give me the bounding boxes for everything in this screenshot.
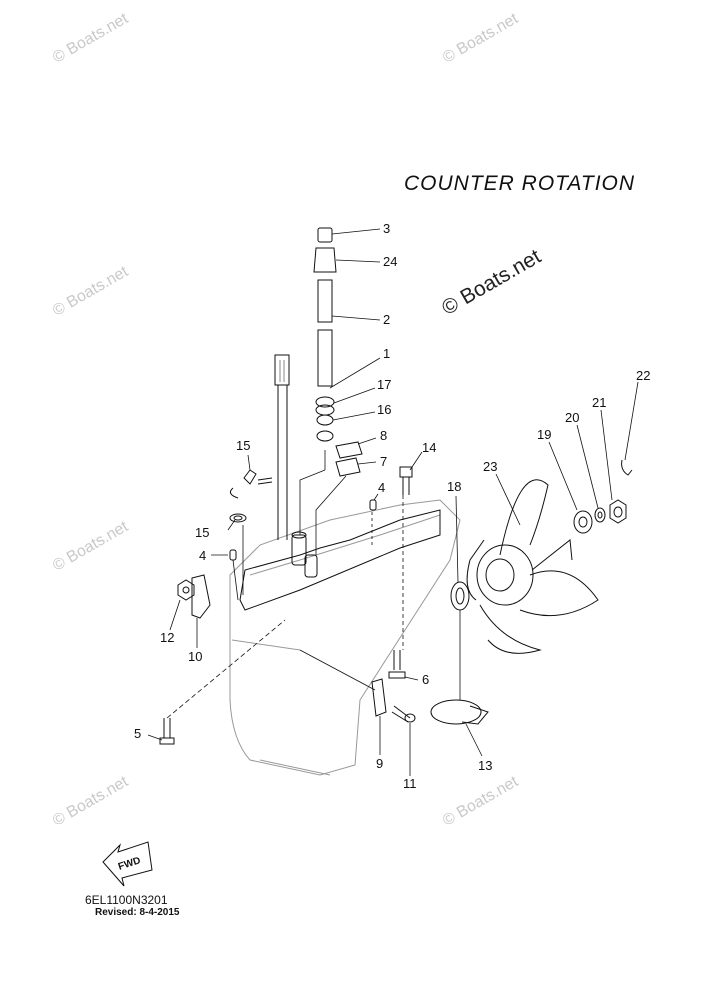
grommet-7 [335, 457, 361, 477]
callout-22: 22 [636, 368, 650, 383]
screw-11 [391, 705, 416, 723]
callout-15b: 15 [195, 525, 209, 540]
leader-lines [147, 228, 639, 776]
bolt-6 [388, 650, 406, 679]
fwd-arrow [102, 841, 153, 887]
callout-20: 20 [565, 410, 579, 425]
dowel-pin-4b [229, 549, 237, 561]
bolt-14 [399, 466, 413, 495]
diagram-title: COUNTER ROTATION [404, 172, 636, 195]
callout-17: 17 [377, 377, 391, 392]
collar-16 [316, 414, 334, 442]
lower-case-housing [229, 499, 461, 776]
callout-23: 23 [483, 459, 497, 474]
part-code: 6EL1100N3201 [85, 893, 168, 907]
fwd-label: FWD [117, 855, 142, 873]
callout-14: 14 [422, 440, 436, 455]
anode-13 [430, 699, 489, 725]
oil-seal-18 [450, 581, 470, 611]
shift-rod-assembly [313, 227, 337, 387]
callout-19: 19 [537, 427, 551, 442]
washer-20 [594, 507, 606, 523]
revised-date: Revised: 8-4-2015 [95, 907, 180, 918]
callout-6: 6 [422, 672, 429, 687]
bracket-10 [191, 574, 211, 619]
bolt-5 [159, 718, 175, 745]
grommet-8 [335, 441, 363, 459]
shift-rod-lower [291, 531, 318, 578]
callout-10: 10 [188, 649, 202, 664]
callout-8: 8 [380, 428, 387, 443]
assembly-lines [166, 450, 461, 719]
callout-7: 7 [380, 454, 387, 469]
callout-11: 11 [403, 776, 417, 791]
callout-15a: 15 [236, 438, 250, 453]
clip-15a [229, 469, 273, 499]
callout-2: 2 [383, 312, 390, 327]
oil-seal-17 [315, 396, 335, 416]
callout-18: 18 [447, 479, 461, 494]
callout-4b: 4 [199, 548, 206, 563]
callout-21: 21 [592, 395, 606, 410]
callout-13: 13 [478, 758, 492, 773]
propeller-23 [466, 479, 599, 654]
nut-21 [609, 499, 627, 524]
callout-numbers: 1 2 3 4 4 5 6 7 8 9 10 11 12 13 14 15 15… [134, 221, 650, 791]
bracket-9 [371, 678, 387, 717]
callout-9: 9 [376, 756, 383, 771]
callout-3: 3 [383, 221, 390, 236]
upper-plate [239, 509, 441, 611]
callout-1: 1 [383, 346, 390, 361]
callout-24: 24 [383, 254, 397, 269]
drive-shaft [274, 354, 290, 540]
clip-15b [229, 513, 247, 523]
callout-4a: 4 [378, 480, 385, 495]
callout-16: 16 [377, 402, 391, 417]
cotter-pin-22 [621, 459, 633, 476]
callout-12: 12 [160, 630, 174, 645]
nut-12 [177, 579, 195, 601]
callout-5: 5 [134, 726, 141, 741]
spacer-19 [573, 510, 593, 534]
dowel-pin-4a [369, 499, 377, 511]
